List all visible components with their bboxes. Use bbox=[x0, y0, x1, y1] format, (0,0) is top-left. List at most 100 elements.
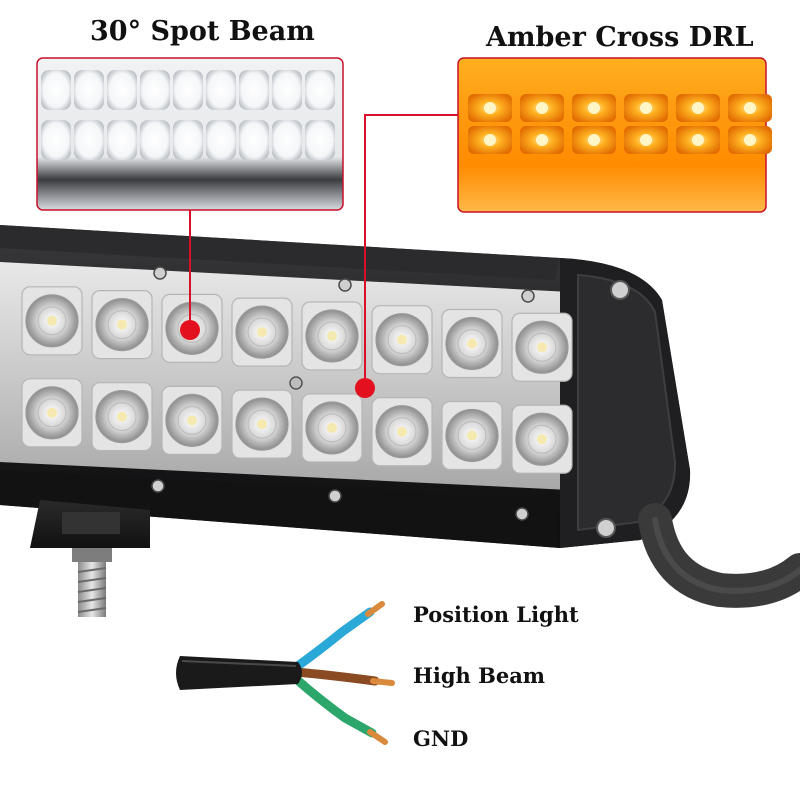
led-chip bbox=[47, 407, 57, 418]
wire-blue bbox=[290, 607, 375, 673]
spot-led bbox=[173, 120, 203, 160]
spot-led bbox=[206, 70, 236, 110]
led-ring bbox=[107, 309, 137, 340]
led-ring bbox=[177, 405, 207, 435]
led-ring bbox=[247, 409, 277, 439]
led-ring bbox=[387, 325, 417, 355]
led-chip bbox=[537, 342, 547, 353]
led-chip bbox=[397, 426, 407, 437]
spot-led bbox=[239, 120, 269, 160]
led-ring bbox=[177, 313, 207, 343]
wire-diagram bbox=[176, 601, 395, 745]
rim-screw bbox=[338, 278, 352, 292]
spot-beam-panel bbox=[36, 57, 344, 211]
end-cap-screw bbox=[610, 280, 630, 300]
spot-led bbox=[41, 120, 71, 160]
callout-lines bbox=[189, 114, 458, 386]
wire-brown bbox=[290, 667, 380, 686]
amber-leds bbox=[468, 94, 772, 154]
led-chip bbox=[537, 434, 547, 445]
amber-led-core bbox=[536, 102, 548, 114]
led-ring bbox=[527, 332, 557, 362]
led-chip bbox=[117, 319, 127, 330]
led-chip bbox=[257, 327, 267, 338]
spot-led bbox=[140, 70, 170, 110]
amber-led-core bbox=[692, 134, 704, 146]
amber-led-core bbox=[744, 134, 756, 146]
led-ring bbox=[317, 321, 347, 351]
spot-led bbox=[272, 120, 302, 160]
gnd-label: GND bbox=[413, 726, 469, 751]
spot-led bbox=[305, 120, 335, 160]
amber-led-core bbox=[640, 102, 652, 114]
spot-led bbox=[107, 70, 137, 110]
led-chip bbox=[257, 419, 267, 430]
led-ring bbox=[457, 420, 487, 451]
copper-tip bbox=[370, 678, 395, 686]
led-ring bbox=[37, 306, 67, 336]
spot-led bbox=[305, 70, 335, 110]
led-ring bbox=[457, 328, 487, 359]
spot-led bbox=[140, 120, 170, 160]
amber-led-core bbox=[588, 102, 600, 114]
amber-callout-line bbox=[364, 114, 458, 386]
bracket-nut bbox=[72, 548, 112, 562]
end-cap-screw bbox=[596, 518, 616, 538]
spot-led bbox=[74, 120, 104, 160]
amber-callout-dot bbox=[355, 378, 375, 398]
amber-led-core bbox=[640, 134, 652, 146]
high-beam-label: High Beam bbox=[413, 663, 546, 688]
amber-led-core bbox=[484, 134, 496, 146]
rim-screw bbox=[515, 507, 529, 521]
spot-led bbox=[206, 120, 236, 160]
wire-green bbox=[290, 673, 377, 738]
position-light-label: Position Light bbox=[413, 602, 579, 627]
led-ring bbox=[247, 317, 277, 347]
copper-tip bbox=[367, 729, 388, 745]
amber-led-core bbox=[744, 102, 756, 114]
rim-screw bbox=[521, 289, 535, 303]
amber-led-core bbox=[588, 134, 600, 146]
led-ring bbox=[387, 417, 417, 447]
spot-beam-title: 30° Spot Beam bbox=[90, 16, 315, 47]
housing-top-rim bbox=[0, 225, 560, 280]
wire-jacket-highlight bbox=[181, 660, 297, 667]
led-chip bbox=[467, 430, 477, 441]
led-chip bbox=[467, 338, 477, 349]
amber-drl-panel bbox=[457, 57, 772, 213]
housing-bottom-rim bbox=[0, 470, 560, 548]
led-ring bbox=[107, 401, 137, 432]
copper-tip bbox=[365, 601, 385, 617]
spot-led bbox=[239, 70, 269, 110]
spot-led bbox=[74, 70, 104, 110]
rim-screw bbox=[151, 479, 165, 493]
amber-led-core bbox=[484, 102, 496, 114]
led-ring bbox=[317, 413, 347, 443]
led-ring bbox=[527, 424, 557, 454]
bracket-slot bbox=[62, 512, 120, 534]
led-reflectors bbox=[21, 286, 573, 474]
light-bar bbox=[0, 225, 691, 548]
power-cable-highlight bbox=[652, 517, 800, 594]
mounting-bracket bbox=[30, 500, 150, 617]
amber-led-core bbox=[536, 134, 548, 146]
led-chip bbox=[397, 334, 407, 345]
led-chip bbox=[327, 330, 337, 341]
amber-led-core bbox=[692, 102, 704, 114]
spot-led bbox=[272, 70, 302, 110]
bolt-threads bbox=[77, 567, 107, 613]
led-chip bbox=[187, 415, 197, 426]
led-chip bbox=[47, 315, 57, 326]
spot-leds bbox=[41, 70, 335, 160]
rim-screw bbox=[328, 489, 342, 503]
spot-led bbox=[41, 70, 71, 110]
spot-led bbox=[107, 120, 137, 160]
spot-callout-dot bbox=[180, 320, 200, 340]
rim-screws bbox=[151, 266, 535, 521]
led-ring bbox=[37, 398, 67, 428]
led-chip bbox=[117, 411, 127, 422]
spot-led bbox=[173, 70, 203, 110]
amber-drl-title: Amber Cross DRL bbox=[486, 22, 754, 53]
